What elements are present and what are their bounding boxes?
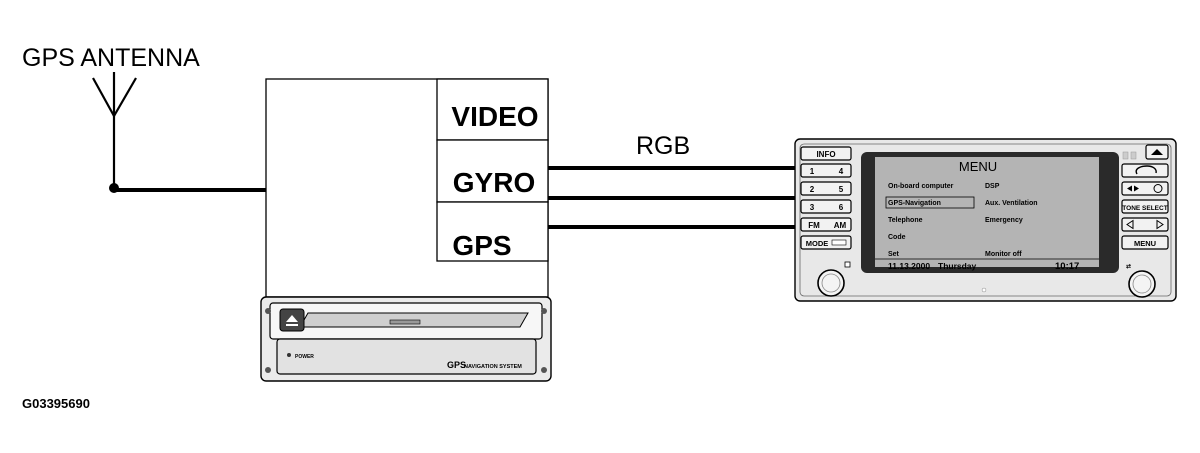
menu-item-onboard-computer[interactable]: On-board computer bbox=[888, 183, 954, 190]
monitor-screen: MENU On-board computer GPS-Navigation Te… bbox=[861, 152, 1119, 273]
fm-am-button[interactable]: FM AM bbox=[800, 217, 852, 232]
info-button[interactable]: INFO bbox=[800, 146, 852, 161]
preset-3-6-button[interactable]: 3 6 bbox=[800, 199, 852, 214]
tune-knob[interactable] bbox=[1128, 270, 1156, 298]
power-indicator bbox=[844, 261, 851, 268]
status-date: 11.13.2000 bbox=[888, 261, 930, 271]
preset-4-label: 4 bbox=[839, 167, 844, 176]
port-video-box bbox=[436, 78, 549, 141]
tune-marker: ⇄ bbox=[1126, 262, 1131, 270]
up-button[interactable] bbox=[1145, 144, 1169, 160]
eject-icon bbox=[286, 315, 298, 322]
menu-item-dsp[interactable]: DSP bbox=[985, 183, 1000, 190]
antenna-icon bbox=[92, 72, 137, 188]
tone-select-label: TONE SELECT bbox=[1122, 205, 1167, 212]
front-brand-suffix: NAVIGATION SYSTEM bbox=[464, 364, 522, 370]
volume-knob[interactable] bbox=[817, 269, 845, 297]
menu-item-set[interactable]: Set bbox=[888, 251, 900, 258]
preset-5-label: 5 bbox=[839, 185, 844, 194]
menu-item-telephone[interactable]: Telephone bbox=[888, 217, 923, 224]
menu-button[interactable]: MENU bbox=[1121, 235, 1169, 250]
figure-code: G03395690 bbox=[22, 396, 90, 411]
preset-2-label: 2 bbox=[810, 185, 815, 194]
menu-button-label: MENU bbox=[1134, 239, 1156, 248]
fm-label: FM bbox=[808, 221, 820, 230]
menu-item-code[interactable]: Code bbox=[888, 234, 906, 241]
seek-button[interactable] bbox=[1121, 181, 1169, 196]
preset-1-label: 1 bbox=[810, 167, 815, 176]
menu-item-gps-navigation[interactable]: GPS-Navigation bbox=[888, 200, 941, 207]
port-gps-box bbox=[436, 201, 549, 262]
center-indicator bbox=[981, 287, 987, 293]
am-label: AM bbox=[834, 221, 847, 230]
triangle-up-icon bbox=[1151, 149, 1163, 155]
preset-1-4-button[interactable]: 1 4 bbox=[800, 163, 852, 178]
rgb-label: RGB bbox=[636, 132, 690, 160]
led-indicator bbox=[1122, 151, 1129, 160]
screen-title: MENU bbox=[959, 159, 997, 174]
port-video-label: VIDEO bbox=[451, 101, 538, 132]
triangle-left-icon bbox=[1126, 219, 1134, 230]
menu-item-monitor-off[interactable]: Monitor off bbox=[985, 251, 1022, 258]
status-time: 10:17 bbox=[1055, 261, 1079, 272]
left-right-button[interactable] bbox=[1121, 217, 1169, 232]
front-brand: GPS bbox=[447, 360, 466, 370]
info-button-label: INFO bbox=[816, 150, 835, 159]
menu-item-aux-ventilation[interactable]: Aux. Ventilation bbox=[985, 200, 1038, 207]
preset-3-label: 3 bbox=[810, 203, 815, 212]
mode-button[interactable]: MODE bbox=[800, 235, 852, 250]
port-gyro-label: GYRO bbox=[453, 167, 535, 198]
preset-2-5-button[interactable]: 2 5 bbox=[800, 181, 852, 196]
preset-6-label: 6 bbox=[839, 203, 844, 212]
phone-button[interactable] bbox=[1121, 163, 1169, 178]
phone-icon bbox=[1135, 165, 1157, 175]
triangle-right-icon bbox=[1156, 219, 1164, 230]
power-label: POWER bbox=[295, 354, 314, 360]
tone-select-button[interactable]: TONE SELECT bbox=[1121, 199, 1169, 214]
clock-icon bbox=[1153, 184, 1163, 193]
monitor-right-buttons: TONE SELECT MENU bbox=[1121, 144, 1169, 250]
status-day: Thursday bbox=[938, 261, 977, 271]
antenna-label: GPS ANTENNA bbox=[22, 44, 200, 72]
eject-button[interactable] bbox=[279, 308, 305, 332]
menu-item-emergency[interactable]: Emergency bbox=[985, 217, 1023, 224]
mode-bar-icon bbox=[831, 239, 847, 246]
mode-label: MODE bbox=[806, 239, 829, 248]
menu-selection-highlight bbox=[885, 196, 975, 209]
led-indicator bbox=[1130, 151, 1137, 160]
port-gps-label: GPS bbox=[452, 230, 511, 261]
seek-arrows-icon bbox=[1127, 185, 1139, 192]
navigation-module-front bbox=[260, 296, 552, 382]
monitor-left-buttons: INFO 1 4 2 5 3 6 FM AM MODE bbox=[800, 146, 852, 250]
